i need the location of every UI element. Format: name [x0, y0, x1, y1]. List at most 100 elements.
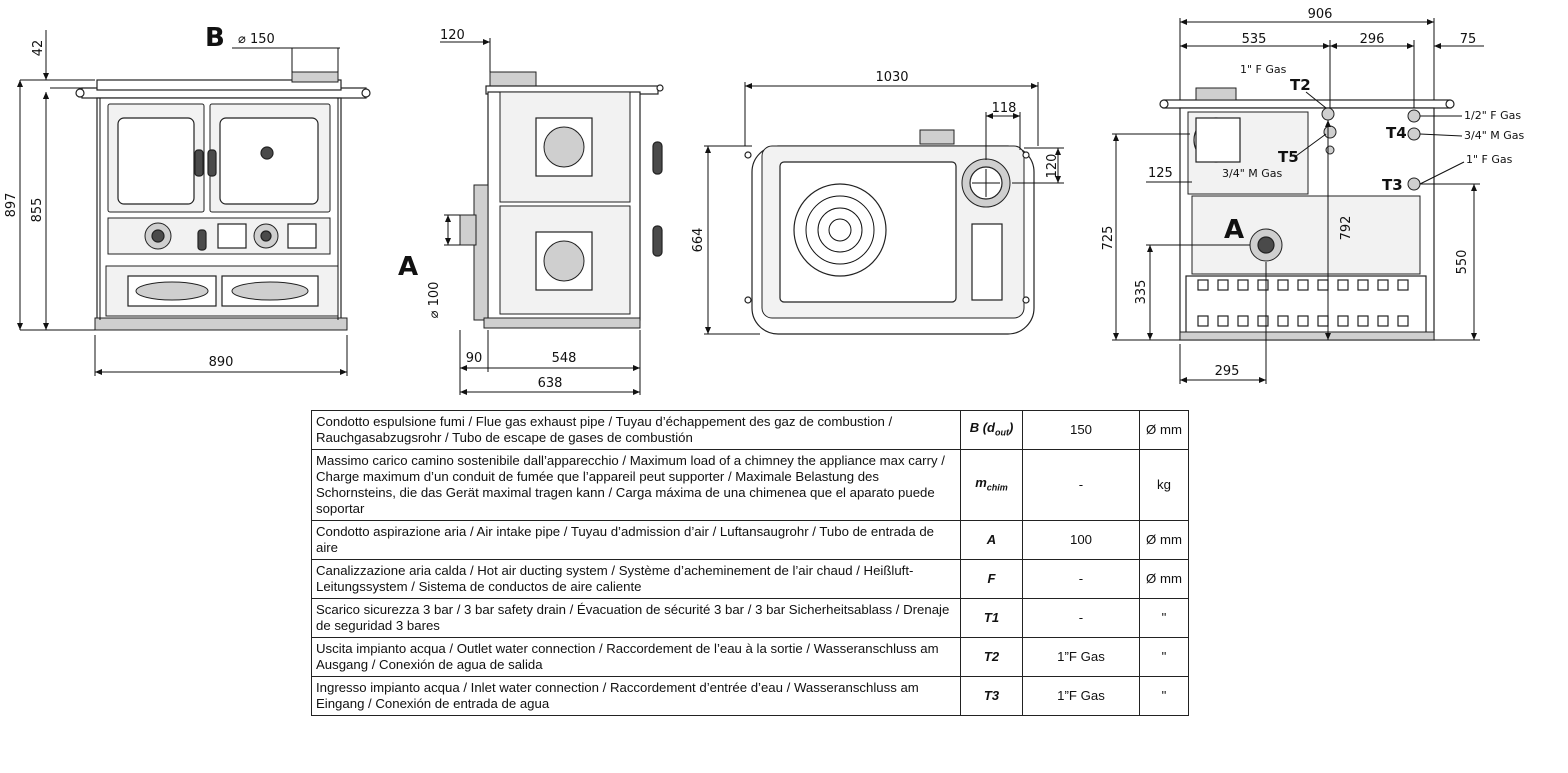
spec-description: Condotto espulsione fumi / Flue gas exha… — [311, 410, 961, 450]
top-rail-knob-4 — [1022, 296, 1030, 304]
rear-dim-total: 906 — [1308, 7, 1333, 22]
rear-conn-t3 — [1407, 177, 1421, 191]
rear-dim-550: 550 — [1455, 250, 1470, 275]
top-hob-ring-inner — [828, 218, 852, 242]
spec-unit: " — [1139, 637, 1189, 677]
spec-description: Ingresso impianto acqua / Inlet water co… — [311, 676, 961, 716]
spec-row: Massimo carico camino sostenibile dall’a… — [311, 449, 1189, 521]
front-door-handle-2 — [207, 149, 217, 177]
top-hob-ring-2 — [805, 195, 875, 265]
top-dim-flue-y: 120 — [1045, 154, 1060, 179]
front-drawer-right-badge — [231, 281, 309, 301]
rear-lower-panel — [1191, 195, 1421, 275]
spec-symbol-main: m — [975, 474, 987, 490]
top-rail-knob-2 — [1022, 151, 1030, 159]
side-rail-knob — [656, 84, 664, 92]
front-rail-knob-right — [361, 88, 371, 98]
front-dim-height-top: 855 — [30, 198, 45, 223]
rear-label-t3: T3 — [1382, 176, 1403, 194]
front-flue-diameter: ⌀ 150 — [238, 32, 275, 47]
side-dim-back: 90 — [466, 351, 483, 366]
spec-description: Scarico sicurezza 3 bar / 3 bar safety d… — [311, 598, 961, 638]
rear-label-a: A — [1224, 215, 1244, 245]
rear-conn-t5b — [1325, 145, 1335, 155]
spec-table-body: Condotto espulsione fumi / Flue gas exha… — [311, 410, 1189, 716]
spec-value: 100 — [1022, 520, 1140, 560]
side-label-a: A — [398, 252, 418, 282]
front-plinth — [94, 317, 348, 331]
spec-symbol-main: F — [987, 571, 996, 586]
top-dim-width: 1030 — [875, 70, 908, 85]
rear-label-t2: T2 — [1290, 76, 1311, 94]
rear-conn-t2 — [1321, 107, 1335, 121]
side-dim-depth: 638 — [538, 376, 563, 391]
rear-flue-box — [1195, 117, 1241, 163]
front-dim-top: 42 — [31, 40, 46, 57]
spec-symbol-subscript: out — [994, 427, 1009, 438]
spec-description: Canalizzazione aria calda / Hot air duct… — [311, 559, 961, 599]
front-rail-knob-left — [75, 88, 85, 98]
front-fire-window — [219, 117, 319, 205]
rear-dim-125: 125 — [1148, 166, 1173, 181]
rear-gas-t4a: 1/2" F Gas — [1464, 109, 1521, 122]
spec-symbol: T3 — [960, 676, 1023, 716]
spec-value: - — [1022, 559, 1140, 599]
spec-unit: kg — [1139, 449, 1189, 521]
spec-unit: Ø mm — [1139, 410, 1189, 450]
rear-dim-right: 75 — [1460, 32, 1477, 47]
side-handle-lower — [652, 225, 663, 257]
rear-dim-725: 725 — [1101, 226, 1116, 251]
rear-dim-left: 535 — [1242, 32, 1267, 47]
rear-rail-knob-left — [1159, 99, 1169, 109]
front-flue-collar — [291, 71, 339, 83]
spec-symbol: F — [960, 559, 1023, 599]
rear-gas-t5: 3/4" M Gas — [1222, 167, 1283, 180]
side-view: 120 A ⌀ 100 90 548 638 — [398, 28, 664, 395]
front-panel-box-2 — [287, 223, 317, 249]
side-dim-body: 548 — [552, 351, 577, 366]
rear-conn-t4a — [1407, 109, 1421, 123]
spec-symbol-main: A — [986, 532, 997, 547]
spec-description: Condotto aspirazione aria / Air intake p… — [311, 520, 961, 560]
side-plinth — [483, 317, 641, 329]
top-rail-knob-1 — [744, 151, 752, 159]
spec-value: - — [1022, 449, 1140, 521]
top-hob-ring-outer — [793, 183, 887, 277]
top-ash-slot — [971, 223, 1003, 301]
front-air-regulator-right-hub — [260, 230, 272, 242]
rear-dim-295: 295 — [1215, 364, 1240, 379]
rear-dim-mid: 296 — [1360, 32, 1385, 47]
spec-row: Condotto espulsione fumi / Flue gas exha… — [311, 410, 1189, 450]
rear-dim-792: 792 — [1339, 216, 1354, 241]
rear-air-intake-a-hub — [1257, 236, 1275, 254]
front-panel-box-1 — [217, 223, 247, 249]
spec-row: Canalizzazione aria calda / Hot air duct… — [311, 559, 1189, 599]
spec-symbol-main: T3 — [983, 688, 1000, 703]
spec-unit: Ø mm — [1139, 520, 1189, 560]
rear-view: 1" F Gas T2 1/2" F Gas T4 3/4" M Gas 1" … — [1101, 7, 1525, 384]
rear-rail-knob-right — [1445, 99, 1455, 109]
rear-gas-t2: 1" F Gas — [1240, 63, 1287, 76]
spec-value: 150 — [1022, 410, 1140, 450]
spec-symbol: A — [960, 520, 1023, 560]
rear-plinth — [1179, 331, 1435, 341]
side-air-intake — [459, 214, 477, 246]
front-door-handle-1 — [194, 149, 204, 177]
side-logo-upper — [543, 126, 585, 168]
top-dim-flue-x: 118 — [992, 101, 1017, 116]
spec-symbol-main: B (d — [969, 419, 995, 435]
spec-unit: " — [1139, 598, 1189, 638]
front-oven-window-left — [117, 117, 195, 205]
spec-symbol-end: ) — [1008, 419, 1014, 435]
spec-value: 1”F Gas — [1022, 676, 1140, 716]
rear-conn-t4b — [1407, 127, 1421, 141]
rear-label-t4: T4 — [1386, 124, 1407, 142]
front-air-regulator-left-hub — [151, 229, 165, 243]
front-panel-handle — [197, 229, 207, 251]
spec-symbol: mchim — [960, 449, 1023, 521]
spec-table: Condotto espulsione fumi / Flue gas exha… — [311, 410, 1189, 716]
top-rail-knob-3 — [744, 296, 752, 304]
technical-drawing: 42 897 855 890 B ⌀ 150 120 — [4, 7, 1525, 395]
top-flue-collar — [919, 129, 955, 145]
front-view: 42 897 855 890 B ⌀ 150 — [4, 23, 371, 376]
